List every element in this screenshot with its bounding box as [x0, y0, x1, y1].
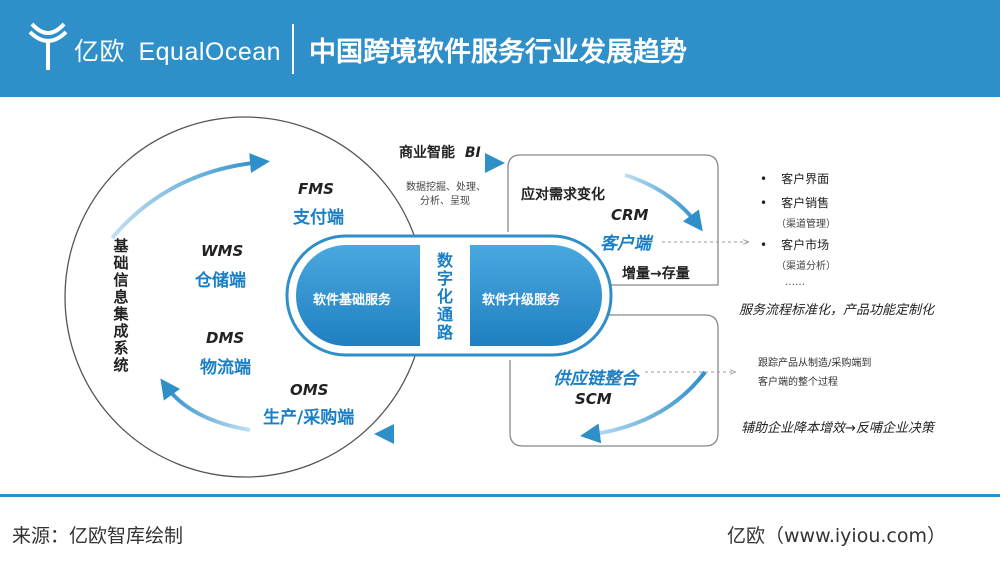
- node-fms-abbr: FMS: [298, 180, 334, 198]
- crm-bottom: 增量→存量: [622, 266, 690, 282]
- source-note: 来源：亿欧智库绘制: [12, 525, 184, 547]
- node-dms-abbr: DMS: [206, 329, 245, 347]
- site-credit: 亿欧（www.iyiou.com）: [726, 525, 946, 547]
- bullet-icon: •: [760, 172, 768, 186]
- bi-desc-line1: 数据挖掘、处理、: [406, 182, 486, 193]
- equalocean-logo-icon: [28, 22, 68, 70]
- header-bar: 亿欧 EqualOcean 中国跨境软件服务行业发展趋势: [0, 0, 1000, 97]
- brand-en: EqualOcean: [138, 38, 282, 66]
- header-divider: [292, 24, 294, 74]
- crm-list-ellipsis: ……: [785, 277, 805, 288]
- capsule-center-band: [420, 244, 470, 348]
- crm-list-item-3: •客户市场: [760, 238, 830, 252]
- scm-box: [509, 314, 719, 447]
- crm-abbr: CRM: [611, 206, 649, 224]
- scm-abbr: SCM: [575, 390, 612, 408]
- crm-list-item-1: •客户界面: [760, 172, 830, 186]
- arc-arrow-top: [110, 153, 270, 240]
- scm-desc-line1: 跟踪产品从制造/采购端到: [758, 358, 872, 369]
- vertical-label-system: 基 础 信 息 集 成 系 统: [113, 237, 129, 374]
- crm-arc-arrow: [624, 173, 703, 232]
- footer-divider: [0, 494, 1000, 497]
- node-oms-name: 生产/采购端: [263, 408, 355, 428]
- crm-summary: 服务流程标准化，产品功能定制化: [739, 303, 935, 318]
- node-fms-name: 支付端: [293, 208, 344, 228]
- node-wms-abbr: WMS: [201, 242, 244, 260]
- capsule-left-label: 软件基础服务: [313, 293, 392, 308]
- crm-box: [520, 154, 719, 286]
- crm-title: 应对需求变化: [521, 187, 605, 203]
- crm-list-item-2-sub: （渠道管理）: [776, 219, 836, 230]
- arc-arrow-bottom: [160, 378, 251, 432]
- node-oms-abbr: OMS: [290, 381, 329, 399]
- bullet-icon: •: [760, 238, 768, 252]
- bi-title: 商业智能 BI: [399, 145, 481, 161]
- brand-name: 亿欧 EqualOcean: [74, 32, 281, 68]
- scm-arc-arrow: [580, 370, 707, 444]
- scm-summary: 辅助企业降本增效→反哺企业决策: [741, 421, 934, 436]
- page-title: 中国跨境软件服务行业发展趋势: [309, 37, 687, 68]
- node-wms-name: 仓储端: [195, 271, 246, 291]
- capsule-right-label: 软件升级服务: [482, 293, 561, 308]
- capsule-center-label: 数 字 化 通 路: [436, 251, 453, 342]
- scm-desc-line2: 客户端的整个过程: [758, 377, 838, 388]
- crm-list-item-2: •客户销售: [760, 196, 830, 210]
- bi-desc-line2: 分析、呈现: [420, 196, 470, 207]
- bullet-icon: •: [760, 196, 768, 210]
- brand-cn: 亿欧: [74, 38, 126, 66]
- scm-name: 供应链整合: [553, 369, 638, 389]
- crm-name: 客户端: [600, 234, 651, 254]
- crm-list-item-3-sub: （渠道分析）: [776, 261, 836, 272]
- node-dms-name: 物流端: [200, 358, 251, 378]
